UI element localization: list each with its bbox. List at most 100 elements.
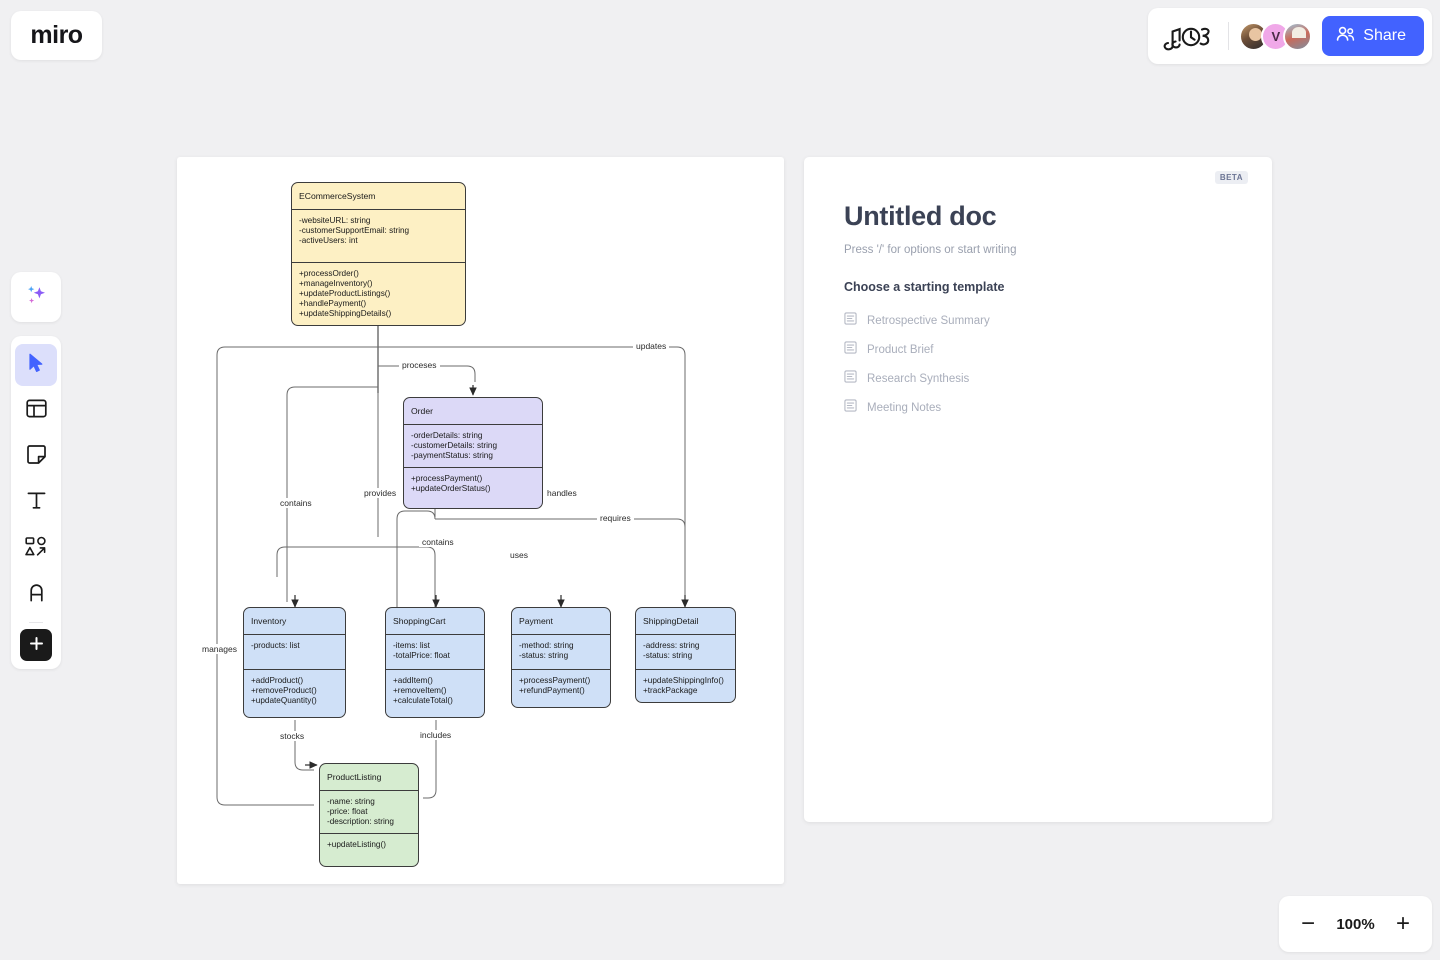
people-icon	[1336, 26, 1355, 47]
divider	[292, 262, 465, 264]
attribute: -customerDetails: string	[411, 441, 497, 451]
doc-frame[interactable]: BETA Untitled doc Press '/' for options …	[804, 157, 1272, 822]
collaborator-avatars: V	[1239, 21, 1313, 51]
share-label: Share	[1363, 27, 1406, 44]
template-label: Retrospective Summary	[867, 314, 990, 327]
template-icon	[25, 397, 48, 425]
doc-icon	[844, 311, 857, 330]
class-methods: +updateShippingInfo() +trackPackage	[636, 670, 735, 702]
avatar[interactable]	[1283, 21, 1313, 51]
method: +addProduct()	[251, 676, 304, 686]
method: +updateProductListings()	[299, 289, 391, 299]
method: +updateShippingInfo()	[643, 676, 724, 686]
doc-icon	[844, 340, 857, 359]
diagram-frame[interactable]: ECommerceSystem -websiteURL: string -cus…	[177, 157, 784, 884]
class-attributes: -websiteURL: string -customerSupportEmai…	[292, 210, 465, 262]
tool-templates[interactable]	[15, 390, 57, 432]
attribute: -items: list	[393, 641, 430, 651]
divider	[636, 669, 735, 671]
divider	[404, 467, 542, 469]
more-apps-button[interactable]	[20, 629, 52, 661]
zoom-level: 100%	[1336, 915, 1375, 933]
attribute: -status: string	[643, 651, 693, 661]
divider	[512, 669, 610, 671]
miro-logo-text: miro	[30, 21, 83, 49]
share-button[interactable]: Share	[1322, 16, 1424, 56]
class-methods: +processOrder() +manageInventory() +upda…	[292, 263, 465, 325]
tool-select[interactable]	[15, 344, 57, 386]
pen-icon	[25, 581, 48, 609]
class-attributes: -orderDetails: string -customerDetails: …	[404, 425, 542, 467]
divider	[386, 634, 484, 636]
cursor-icon	[25, 352, 47, 379]
music-notes-icon[interactable]	[1162, 21, 1218, 51]
method: +handlePayment()	[299, 299, 367, 309]
tool-pen[interactable]	[15, 574, 57, 616]
zoom-control: − 100% +	[1279, 896, 1432, 952]
template-item-research-synthesis[interactable]: Research Synthesis	[844, 364, 1232, 393]
header-divider	[1228, 22, 1230, 50]
class-methods: +processPayment() +refundPayment()	[512, 670, 610, 707]
method: +processPayment()	[519, 676, 591, 686]
method: +removeProduct()	[251, 686, 317, 696]
uml-class-shippingdetail[interactable]: ShippingDetail -address: string -status:…	[635, 607, 736, 704]
zoom-in-button[interactable]: +	[1395, 910, 1410, 937]
left-toolbar	[11, 336, 61, 669]
board-header: V Share	[1148, 8, 1432, 64]
attribute: -websiteURL: string	[299, 216, 371, 226]
beta-badge: BETA	[1214, 171, 1248, 184]
plus-icon	[29, 634, 44, 657]
method: +trackPackage	[643, 686, 698, 696]
relation-label-provides: provides	[361, 488, 400, 498]
class-methods: +processPayment() +updateOrderStatus()	[404, 468, 542, 508]
attribute: -paymentStatus: string	[411, 451, 493, 461]
sticky-note-icon	[25, 443, 48, 471]
class-name: Inventory	[251, 616, 287, 626]
uml-class-inventory[interactable]: Inventory -products: list +addProduct() …	[243, 607, 346, 719]
miro-logo[interactable]: miro	[11, 11, 102, 60]
uml-class-productlisting[interactable]: ProductListing -name: string -price: flo…	[319, 763, 419, 868]
zoom-out-button[interactable]: −	[1301, 910, 1316, 937]
tool-sticky-note[interactable]	[15, 436, 57, 478]
sparkle-icon	[23, 282, 49, 313]
template-item-product-brief[interactable]: Product Brief	[844, 335, 1232, 364]
divider	[244, 669, 345, 671]
doc-title[interactable]: Untitled doc	[844, 201, 997, 231]
uml-class-ecommercesystem[interactable]: ECommerceSystem -websiteURL: string -cus…	[291, 182, 466, 327]
attribute: -price: float	[327, 807, 368, 817]
relation-label-updates: updates	[633, 341, 670, 351]
attribute: -activeUsers: int	[299, 236, 358, 246]
doc-placeholder-hint[interactable]: Press '/' for options or start writing	[844, 244, 1017, 256]
doc-template-heading: Choose a starting template	[844, 280, 1005, 294]
class-name: Order	[411, 406, 433, 416]
method: +calculateTotal()	[393, 696, 453, 706]
class-methods: +addProduct() +removeProduct() +updateQu…	[244, 670, 345, 717]
divider	[404, 424, 542, 426]
tool-shapes[interactable]	[15, 528, 57, 570]
uml-class-order[interactable]: Order -orderDetails: string -customerDet…	[403, 397, 543, 510]
tool-text[interactable]	[15, 482, 57, 524]
connector-wires	[216, 312, 689, 806]
method: +removeItem()	[393, 686, 447, 696]
ai-tool-button[interactable]	[11, 272, 61, 322]
text-icon	[25, 489, 48, 517]
uml-class-shoppingcart[interactable]: ShoppingCart -items: list -totalPrice: f…	[385, 607, 485, 719]
method: +updateQuantity()	[251, 696, 317, 706]
template-item-meeting-notes[interactable]: Meeting Notes	[844, 393, 1232, 422]
attribute: -status: string	[519, 651, 569, 661]
template-label: Meeting Notes	[867, 401, 942, 414]
uml-class-payment[interactable]: Payment -method: string -status: string …	[511, 607, 611, 709]
divider	[512, 634, 610, 636]
relation-label-contains-1: contains	[277, 498, 315, 508]
template-item-retrospective-summary[interactable]: Retrospective Summary	[844, 306, 1232, 335]
method: +updateListing()	[327, 840, 386, 850]
toolbar-divider	[29, 622, 43, 623]
class-attributes: -name: string -price: float -description…	[320, 791, 418, 833]
relation-label-requires: requires	[597, 513, 634, 523]
attribute: -orderDetails: string	[411, 431, 483, 441]
class-name: ProductListing	[327, 772, 382, 782]
class-name: ShippingDetail	[643, 616, 699, 626]
class-attributes: -address: string -status: string	[636, 635, 735, 669]
relation-label-manages: manages	[199, 644, 240, 654]
method: +processPayment()	[411, 474, 483, 484]
